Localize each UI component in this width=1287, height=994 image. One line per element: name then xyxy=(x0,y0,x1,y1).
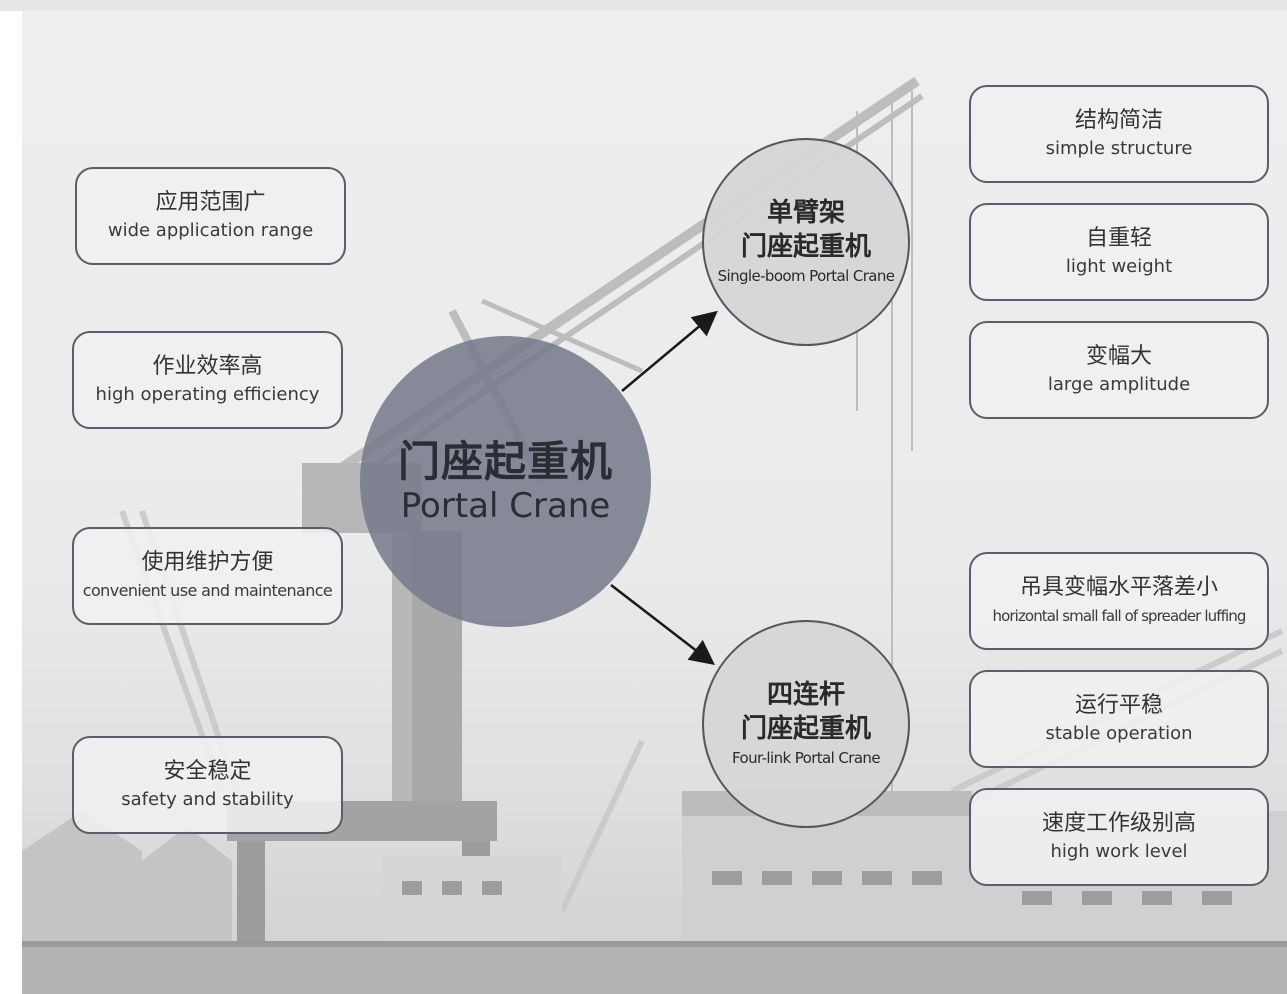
feature-simple-structure: 结构简洁 simple structure xyxy=(969,85,1269,183)
feature-en: convenient use and maintenance xyxy=(82,581,333,600)
four-link-en: Four-link Portal Crane xyxy=(732,749,881,767)
feature-large-amplitude: 变幅大 large amplitude xyxy=(969,321,1269,419)
single-boom-en: Single-boom Portal Crane xyxy=(717,267,895,285)
feature-en: high operating efficiency xyxy=(95,384,320,405)
arrow-to-single-boom xyxy=(621,310,718,392)
top-strip xyxy=(0,0,1287,11)
feature-en: simple structure xyxy=(1045,138,1193,159)
feature-cn: 作业效率高 xyxy=(152,354,263,379)
feature-en: horizontal small fall of spreader luffin… xyxy=(992,607,1247,625)
feature-stable-operation: 运行平稳 stable operation xyxy=(969,670,1269,768)
single-boom-crane-node: 单臂架 门座起重机 Single-boom Portal Crane xyxy=(702,138,910,346)
feature-safety-stability: 安全稳定 safety and stability xyxy=(72,736,343,834)
feature-high-work-level: 速度工作级别高 high work level xyxy=(969,788,1269,886)
feature-cn: 自重轻 xyxy=(1085,226,1152,251)
feature-wide-application: 应用范围广 wide application range xyxy=(75,167,346,265)
four-link-crane-node: 四连杆 门座起重机 Four-link Portal Crane xyxy=(702,620,910,828)
four-link-cn-line2: 门座起重机 xyxy=(740,714,871,744)
arrow-to-four-link xyxy=(610,584,715,666)
center-title-cn: 门座起重机 xyxy=(397,436,613,486)
feature-en: light weight xyxy=(1065,256,1173,277)
feature-en: large amplitude xyxy=(1047,374,1191,395)
feature-cn: 使用维护方便 xyxy=(141,550,274,575)
feature-convenient-maintenance: 使用维护方便 convenient use and maintenance xyxy=(72,527,343,625)
feature-cn: 安全稳定 xyxy=(163,759,252,784)
feature-cn: 速度工作级别高 xyxy=(1041,811,1196,836)
feature-cn: 运行平稳 xyxy=(1074,693,1163,718)
feature-en: stable operation xyxy=(1045,723,1193,744)
feature-cn: 吊具变幅水平落差小 xyxy=(1019,575,1218,600)
center-title-en: Portal Crane xyxy=(400,485,611,526)
single-boom-cn-line1: 单臂架 xyxy=(766,198,845,228)
feature-cn: 变幅大 xyxy=(1085,344,1152,369)
feature-en: high work level xyxy=(1050,841,1188,862)
feature-cn: 结构简洁 xyxy=(1074,108,1163,133)
four-link-cn-line1: 四连杆 xyxy=(766,680,845,710)
center-portal-crane: 门座起重机 Portal Crane xyxy=(360,336,651,627)
feature-cn: 应用范围广 xyxy=(155,190,266,215)
feature-small-fall-luffing: 吊具变幅水平落差小 horizontal small fall of sprea… xyxy=(969,552,1269,650)
single-boom-cn-line2: 门座起重机 xyxy=(740,232,871,262)
feature-en: safety and stability xyxy=(121,789,294,810)
feature-high-efficiency: 作业效率高 high operating efficiency xyxy=(72,331,343,429)
feature-en: wide application range xyxy=(107,220,314,241)
feature-light-weight: 自重轻 light weight xyxy=(969,203,1269,301)
